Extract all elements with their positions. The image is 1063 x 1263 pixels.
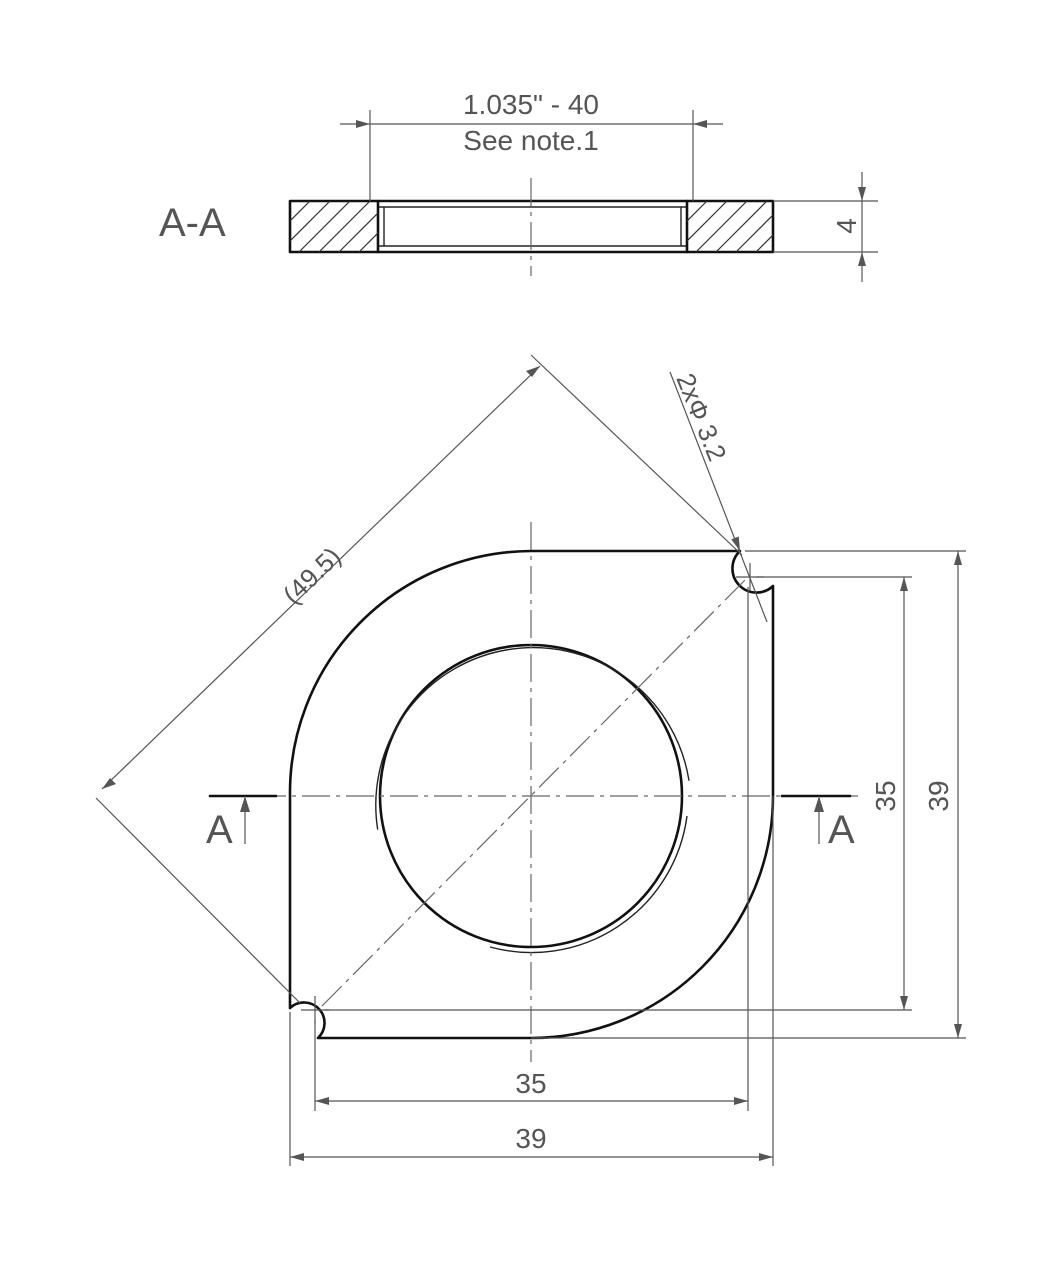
cut-arrow-right-head (814, 796, 824, 812)
v39-arrow-bottom (954, 1024, 962, 1038)
thread-label: 1.035" - 40 (463, 89, 599, 120)
hatch-line (358, 232, 378, 252)
hatch-line (755, 234, 773, 252)
thread-arc-lower (489, 815, 688, 954)
hatch-line (715, 201, 768, 252)
thread-note: See note.1 (463, 125, 598, 156)
hatch-line (419, 201, 470, 252)
hatch-line (687, 201, 708, 222)
thickness-label: 4 (831, 218, 862, 234)
cut-label-right: A (828, 808, 855, 852)
hatch-line (687, 201, 728, 242)
plan-view: 2xΦ 3.2 (49.5) A A 35 39 (95, 354, 966, 1166)
hatch-line (379, 201, 430, 252)
thread-arrow-right (693, 120, 707, 128)
h35-arrow-left (315, 1097, 329, 1105)
hatch-line (318, 201, 371, 252)
diagonal-centerline (321, 574, 751, 1007)
thread-arrow-left (356, 120, 370, 128)
hatch-line (298, 201, 351, 252)
hatch-line (735, 214, 773, 252)
hatch-line (399, 201, 450, 252)
thread-arc-upper (375, 646, 690, 830)
hole-leader-arrow (731, 536, 740, 551)
thickness-arrow-bottom (858, 252, 866, 266)
v39-arrow-top (954, 551, 962, 565)
hatch-line (776, 201, 827, 252)
cut-label-left: A (206, 808, 233, 852)
hatch-left (290, 201, 470, 252)
v35-label: 35 (870, 780, 901, 811)
hole-leader (669, 371, 768, 623)
hatch-line (290, 201, 331, 242)
hatch-line (290, 201, 291, 202)
hole-label: 2xΦ 3.2 (670, 369, 732, 465)
h39-arrow-right (759, 1153, 773, 1161)
hatch-line (338, 212, 378, 252)
h39-label: 39 (515, 1123, 546, 1154)
thickness-arrow-top (858, 187, 866, 201)
diag-dim-line (101, 365, 541, 790)
v39-label: 39 (923, 780, 954, 811)
hatch-line (290, 201, 311, 222)
diag-ext-top (530, 354, 743, 556)
h39-arrow-left (290, 1153, 304, 1161)
h35-arrow-right (734, 1097, 748, 1105)
v35-arrow-top (900, 577, 908, 591)
hatch-line (695, 201, 748, 252)
v35-arrow-bottom (900, 996, 908, 1010)
diag-ext-bottom (95, 797, 301, 1004)
cut-arrow-left-head (240, 796, 250, 812)
diag-arrow-bottom (102, 778, 116, 789)
section-view: A-A 1.035" - 40 See note.1 4 (159, 89, 878, 282)
hatch-right (687, 201, 827, 252)
hatch-line (687, 201, 688, 202)
h35-label: 35 (515, 1068, 546, 1099)
diag-label: (49.5) (277, 541, 347, 610)
diag-arrow-top (526, 366, 540, 377)
section-title: A-A (159, 201, 226, 245)
